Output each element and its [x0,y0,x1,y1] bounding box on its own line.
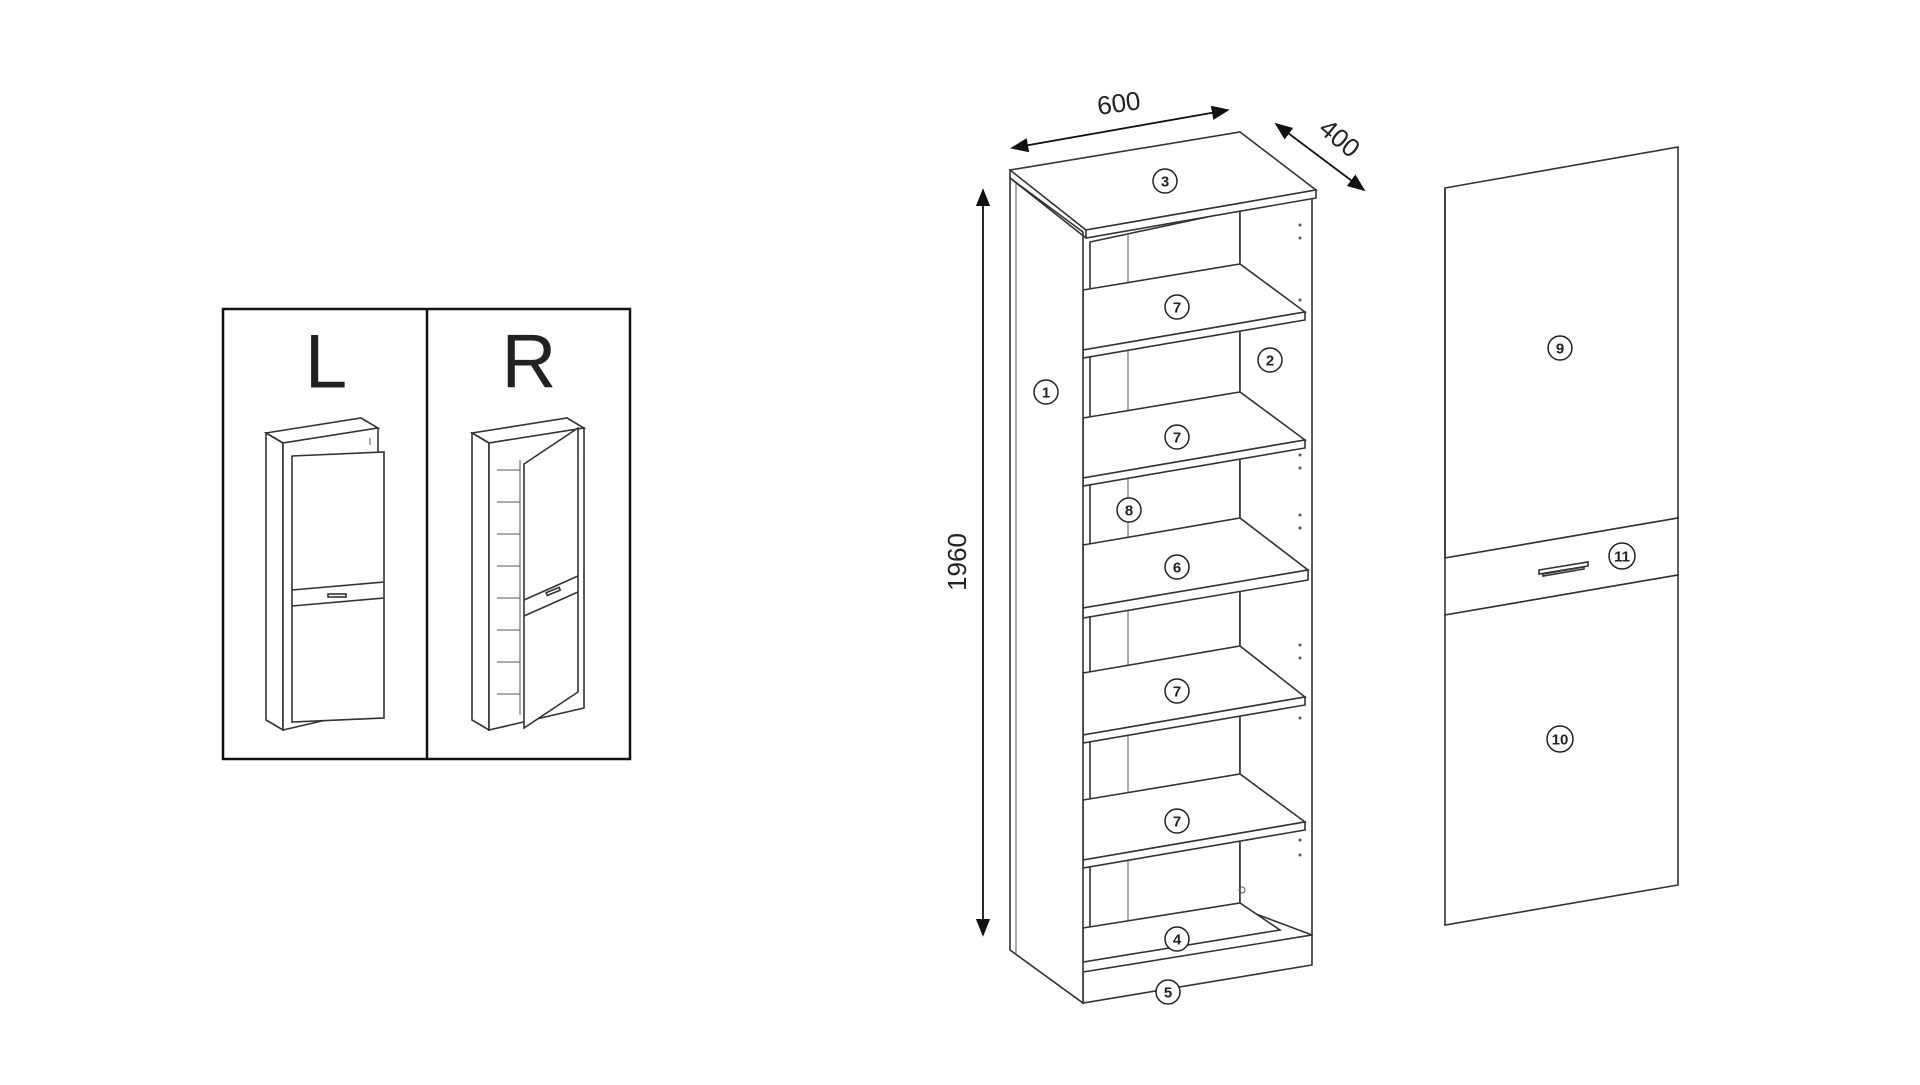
svg-text:11: 11 [1614,549,1630,566]
variant-right-cabinet [469,417,587,732]
callout-back-panel: 8 [1116,497,1142,523]
svg-text:7: 7 [1173,300,1181,317]
depth-dimension-label: 400 [1314,113,1367,164]
drawer-handle [1538,561,1589,577]
callout-door-lower: 10 [1546,725,1574,753]
callout-fixed-shelf: 6 [1164,554,1190,580]
variant-panel: L R [221,307,632,761]
shelf-2 [1082,391,1307,487]
callout-side-left: 1 [1033,379,1059,405]
callout-shelf-4: 7 [1164,808,1190,834]
svg-text:7: 7 [1173,430,1181,447]
width-dimension-label: 600 [1095,85,1142,121]
callout-side-right: 2 [1257,347,1283,373]
callout-plinth: 5 [1155,979,1181,1005]
svg-text:9: 9 [1556,341,1564,358]
svg-text:7: 7 [1173,814,1181,831]
height-dimension-label: 1960 [942,533,972,591]
svg-text:7: 7 [1173,684,1181,701]
depth-dimension-arrow [1274,122,1366,192]
cabinet-carcass [1008,131,1318,1005]
callout-shelf-2: 7 [1164,424,1190,450]
svg-text:3: 3 [1161,174,1169,191]
svg-text:8: 8 [1125,503,1133,520]
variant-left-label: L [305,320,347,405]
left-side-panel [1009,176,1084,1005]
dimension-lines: 600 400 1960 [942,85,1367,937]
svg-text:10: 10 [1552,732,1569,749]
callout-door-upper: 9 [1547,335,1573,361]
shelf-3 [1082,645,1307,744]
svg-text:2: 2 [1266,353,1274,370]
callout-drawer-front: 11 [1608,542,1636,570]
svg-text:6: 6 [1173,560,1181,577]
variant-left-cabinet [263,417,385,732]
callout-shelf-1: 7 [1164,294,1190,320]
svg-text:4: 4 [1173,932,1182,949]
callout-top: 3 [1152,168,1178,194]
callout-shelf-3: 7 [1164,678,1190,704]
svg-text:1: 1 [1042,385,1050,402]
shelf-1 [1082,263,1307,359]
callout-bottom: 4 [1164,926,1190,952]
variant-right-label: R [502,320,557,405]
width-dimension-arrow [1010,105,1230,153]
svg-text:5: 5 [1164,985,1172,1002]
cabinet-fronts [1444,146,1679,926]
part-callouts: 3 1 2 7 7 8 6 7 [1033,168,1636,1005]
